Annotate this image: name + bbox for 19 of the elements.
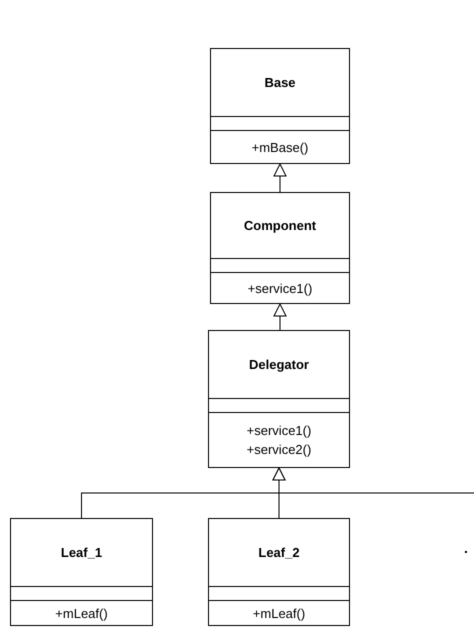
class-name: Leaf_2: [258, 545, 300, 560]
class-name: Delegator: [249, 357, 309, 372]
class-box: [208, 518, 350, 626]
class-name: Leaf_1: [60, 545, 102, 560]
class-box: [208, 330, 350, 468]
method-list: +service1(): [248, 278, 312, 298]
class-name: Base: [264, 75, 296, 90]
method-list: +service1() +service2(): [234, 421, 324, 459]
method-list: +mLeaf(): [55, 604, 108, 622]
method-list: +mBase(): [252, 138, 308, 156]
class-box: [210, 192, 350, 304]
class-box: [10, 518, 153, 626]
class-box: [210, 48, 350, 164]
inheritance-arrow: [274, 164, 286, 192]
method-list: +mLeaf(): [252, 604, 306, 622]
ellipsis-text: .: [464, 540, 468, 556]
inheritance-arrow: [272, 468, 474, 494]
inheritance-arrow: [274, 304, 286, 330]
class-name: Component: [244, 218, 316, 233]
